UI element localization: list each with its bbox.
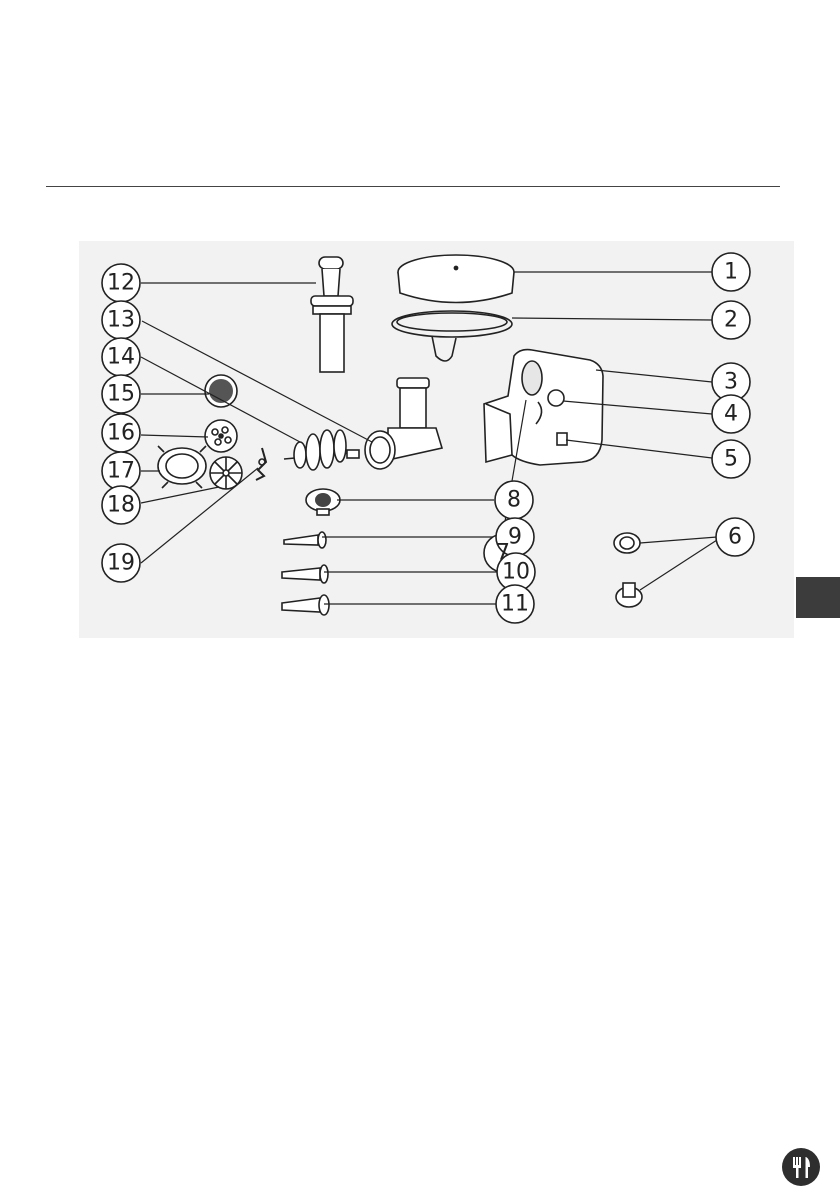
callout-6: 6 — [728, 525, 742, 550]
part-nozzle-small — [284, 532, 326, 548]
part-cutter-blade — [256, 448, 266, 480]
part-nozzle-large — [282, 595, 329, 615]
diagram-svg: 12 13 14 15 16 17 18 19 1 2 3 4 5 6 7 8 … — [79, 241, 794, 638]
callout-16: 16 — [107, 421, 135, 446]
part-auger — [284, 430, 359, 470]
callout-9: 9 — [508, 525, 522, 550]
callout-13: 13 — [107, 308, 135, 333]
callout-17: 17 — [107, 459, 135, 484]
part-nozzle-medium — [282, 565, 328, 583]
callout-12: 12 — [107, 271, 135, 296]
part-coarse-plate — [205, 420, 237, 452]
callout-18: 18 — [107, 493, 135, 518]
part-pusher — [311, 257, 353, 372]
side-tab-marker — [796, 577, 840, 618]
callout-14: 14 — [107, 345, 135, 370]
callout-1: 1 — [724, 260, 738, 285]
part-accessory-caps — [614, 533, 642, 607]
callout-15: 15 — [107, 382, 135, 407]
part-fine-plate — [205, 375, 237, 407]
callout-3: 3 — [724, 370, 738, 395]
callout-5: 5 — [724, 447, 738, 472]
part-grinding-head — [365, 378, 442, 469]
exploded-parts-diagram: 12 13 14 15 16 17 18 19 1 2 3 4 5 6 7 8 … — [79, 241, 794, 638]
callout-8: 8 — [507, 488, 521, 513]
callout-19: 19 — [107, 551, 135, 576]
part-motor-body — [484, 350, 603, 465]
callout-2: 2 — [724, 308, 738, 333]
callout-4: 4 — [724, 402, 738, 427]
callout-11: 11 — [501, 592, 529, 617]
part-tray — [398, 255, 514, 303]
header-rule — [46, 186, 780, 187]
callout-10: 10 — [502, 560, 530, 585]
part-sausage-cap — [306, 489, 340, 515]
part-ring-nut — [158, 446, 206, 488]
cutlery-icon — [782, 1148, 820, 1186]
part-tray-ring — [392, 311, 512, 361]
